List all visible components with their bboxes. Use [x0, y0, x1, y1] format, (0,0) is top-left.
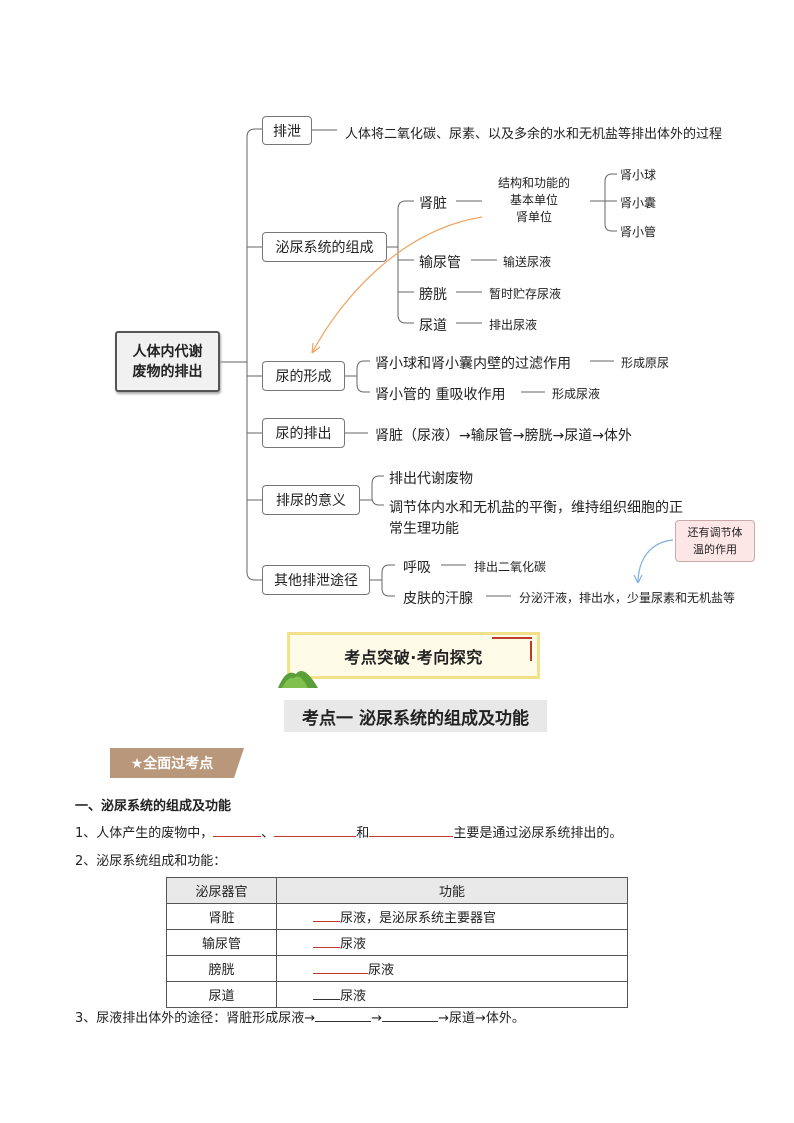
question-1: 1、人体产生的废物中， 、 和 主要是通过泌尿系统排出的。: [75, 822, 622, 841]
table-row: 尿道 尿液: [166, 981, 628, 1008]
table-header-organ: 泌尿器官: [166, 877, 277, 904]
formation-step-2-result: 形成尿液: [552, 387, 601, 401]
significance-item-2-line-1: 调节体内水和无机盐的平衡，维持组织细胞的正: [389, 500, 683, 516]
table-row: 输尿管 尿液: [166, 929, 628, 956]
table-header-function: 功能: [276, 877, 628, 904]
exam-points-banner: 考点突破·考向探究: [287, 632, 540, 679]
note-line-1: 还有调节体: [687, 526, 743, 539]
node-urine-discharge: 尿的排出: [262, 418, 345, 448]
node-other-pathways: 其他排泄途径: [262, 565, 370, 595]
root-line-2: 废物的排出: [132, 363, 203, 380]
q1-text-c: 和: [356, 826, 370, 841]
table-blank[interactable]: [313, 908, 340, 922]
node-excretion: 排泄: [262, 116, 312, 145]
breath-label: 呼吸: [403, 560, 431, 576]
table-fn-text: 尿液: [368, 963, 395, 978]
nephron-part-glomerulus: 肾小球: [620, 168, 657, 182]
nephron-part-tubule: 肾小管: [620, 225, 657, 239]
table-fn-text: 尿液，是泌尿系统主要器官: [340, 911, 497, 926]
table-fn-text: 尿液: [340, 989, 367, 1004]
table-cell-function: 尿液: [276, 929, 628, 956]
table-cell-organ: 输尿管: [166, 929, 277, 956]
note-line-2: 温的作用: [693, 543, 737, 556]
table-header-row: 泌尿器官 功能: [166, 877, 628, 904]
excretion-definition: 人体将二氧化碳、尿素、以及多余的水和无机盐等排出体外的过程: [345, 127, 723, 142]
content-heading: 一、泌尿系统的组成及功能: [75, 799, 232, 814]
root-line-1: 人体内代谢: [132, 343, 203, 360]
section-title: 考点一 泌尿系统的组成及功能: [284, 700, 547, 732]
table-cell-function: 尿液: [276, 955, 628, 982]
q3-blank-2[interactable]: [382, 1008, 439, 1022]
kidney-label: 肾脏: [419, 196, 447, 212]
banner-accent-bar: [530, 641, 532, 661]
temperature-note: 还有调节体 温的作用: [675, 520, 755, 562]
significance-item-1: 排出代谢废物: [389, 471, 473, 487]
ureter-label: 输尿管: [419, 255, 461, 271]
ureter-function: 输送尿液: [503, 255, 552, 269]
unit-line-1: 结构和功能的: [497, 176, 570, 190]
table-blank[interactable]: [313, 960, 368, 974]
q3-text-b: →: [371, 1011, 383, 1026]
hill-icon: [278, 671, 318, 688]
table-cell-function: 尿液，是泌尿系统主要器官: [276, 903, 628, 930]
table-cell-organ: 膀胱: [166, 955, 277, 982]
mindmap-connectors: [220, 128, 674, 597]
q3-text-a: 3、尿液排出体外的途径：肾脏形成尿液→: [75, 1011, 316, 1026]
unit-line-2: 基本单位: [509, 193, 558, 207]
bladder-label: 膀胱: [419, 287, 447, 303]
formation-step-1-result: 形成原尿: [621, 356, 670, 370]
sweat-gland-function: 分泌汗液，排出水，少量尿素和无机盐等: [519, 591, 736, 605]
urinary-organs-table: 泌尿器官 功能 肾脏 尿液，是泌尿系统主要器官 输尿管 尿液 膀胱 尿液 尿道 …: [166, 877, 628, 1008]
table-row: 肾脏 尿液，是泌尿系统主要器官: [166, 903, 628, 930]
q3-blank-1[interactable]: [315, 1008, 372, 1022]
mindmap-root: 人体内代谢 废物的排出: [115, 331, 220, 392]
nephron-part-capsule: 肾小囊: [620, 196, 657, 210]
table-cell-organ: 尿道: [166, 981, 277, 1008]
table-blank[interactable]: [313, 934, 340, 948]
formation-step-2: 肾小管的 重吸收作用: [375, 387, 506, 403]
question-3: 3、尿液排出体外的途径：肾脏形成尿液→ → →尿道→体外。: [75, 1007, 525, 1026]
q1-text-b: 、: [261, 826, 275, 841]
q1-text-d: 主要是通过泌尿系统排出的。: [453, 826, 623, 841]
unit-line-3: 肾单位: [515, 210, 552, 224]
discharge-path: 肾脏（尿液）→输尿管→膀胱→尿道→体外: [375, 428, 632, 444]
node-urine-formation: 尿的形成: [262, 361, 345, 391]
q3-text-c: →尿道→体外。: [438, 1011, 525, 1026]
table-blank[interactable]: [313, 986, 340, 1000]
formation-step-1: 肾小球和肾小囊内壁的过滤作用: [375, 356, 571, 372]
banner-accent-line: [492, 637, 532, 639]
breath-function: 排出二氧化碳: [474, 560, 547, 574]
review-tag-tail: [234, 748, 244, 778]
node-urination-significance: 排尿的意义: [262, 485, 360, 515]
urethra-function: 排出尿液: [489, 318, 538, 332]
q1-text-a: 1、人体产生的废物中，: [75, 826, 214, 841]
question-2: 2、泌尿系统组成和功能：: [75, 854, 227, 869]
q1-blank-2[interactable]: [274, 823, 357, 837]
significance-item-2-line-2: 常生理功能: [389, 521, 459, 537]
sweat-gland-label: 皮肤的汗腺: [403, 591, 473, 607]
q1-blank-1[interactable]: [213, 823, 262, 837]
urethra-label: 尿道: [419, 318, 447, 334]
table-cell-function: 尿液: [276, 981, 628, 1008]
q1-blank-3[interactable]: [369, 823, 454, 837]
bladder-function: 暂时贮存尿液: [489, 287, 562, 301]
nephron-unit-label: 结构和功能的 基本单位 肾单位: [484, 175, 584, 226]
table-cell-organ: 肾脏: [166, 903, 277, 930]
banner-text: 考点突破·考向探究: [344, 647, 483, 667]
review-tag: ★全面过考点: [110, 748, 234, 778]
table-row: 膀胱 尿液: [166, 955, 628, 982]
node-urinary-system: 泌尿系统的组成: [262, 232, 387, 262]
table-fn-text: 尿液: [340, 937, 367, 952]
